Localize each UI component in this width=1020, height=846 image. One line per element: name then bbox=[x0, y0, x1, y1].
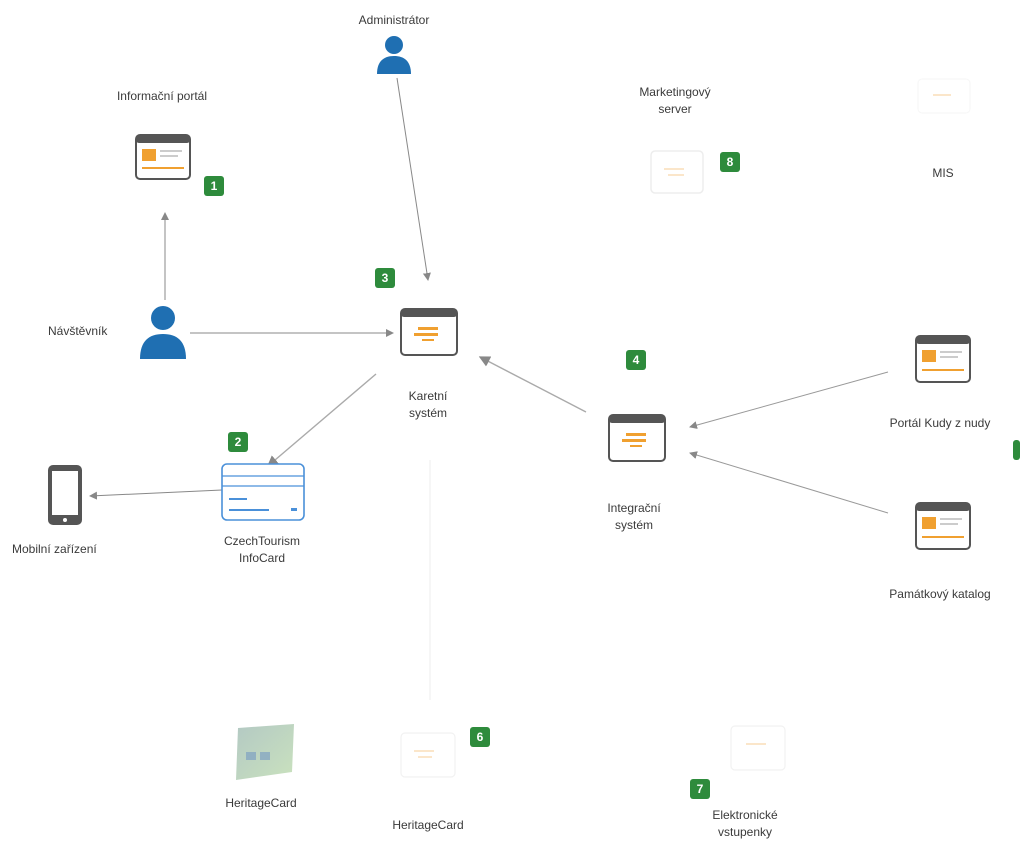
pamatkovy-katalog-label: Památkový katalog bbox=[889, 587, 991, 601]
informacni-portal-label: Informační portál bbox=[116, 89, 208, 103]
marketing-label-line2: server bbox=[658, 102, 692, 116]
administrator-label: Administrátor bbox=[358, 13, 430, 27]
elektronicke-label-line1: Elektronické bbox=[712, 808, 778, 822]
mobilni-zarizeni-label: Mobilní zařízení bbox=[12, 542, 97, 556]
heritagecard-browser-window-icon bbox=[400, 732, 456, 778]
mis-label: MIS bbox=[932, 166, 954, 180]
badge-3: 3 bbox=[375, 268, 395, 288]
arrow-pamatkovy-to-integracni bbox=[689, 451, 889, 514]
karetni-label-line2: systém bbox=[408, 406, 448, 420]
pamatkovy-katalog-browser-window-icon bbox=[915, 502, 971, 550]
badge-7: 7 bbox=[690, 779, 710, 799]
karetni-label-line1: Karetní bbox=[408, 389, 448, 403]
elektronicke-label-line2: vstupenky bbox=[717, 825, 773, 839]
badge-2: 2 bbox=[228, 432, 248, 452]
heritagecard-left-label: HeritageCard bbox=[225, 796, 297, 810]
arrow-kudy-to-integracni bbox=[689, 371, 889, 429]
heritagecard-center-label: HeritageCard bbox=[392, 818, 464, 832]
navstevnik-label: Návštěvník bbox=[48, 324, 108, 338]
karetni-system-label: Karetní systém bbox=[409, 388, 448, 422]
infocard-credit-card-icon bbox=[221, 463, 305, 521]
marketing-server-browser-window-icon bbox=[650, 150, 704, 194]
kudy-z-nudy-label: Portál Kudy z nudy bbox=[889, 416, 991, 430]
heritagecard-credit-card-icon bbox=[236, 724, 294, 780]
integracni-system-label: Integrační systém bbox=[607, 500, 660, 534]
arrow-karetni-to-infocard bbox=[266, 373, 377, 467]
integracni-label-line2: systém bbox=[614, 518, 653, 532]
administrator-user-icon bbox=[377, 36, 411, 74]
kudy-z-nudy-browser-window-icon bbox=[915, 335, 971, 383]
badge-8: 8 bbox=[720, 152, 740, 172]
badge-5-partial bbox=[1013, 440, 1020, 460]
navstevnik-user-icon bbox=[140, 306, 186, 359]
elektronicke-vstupenky-browser-window-icon bbox=[730, 725, 786, 771]
integracni-label-line1: Integrační bbox=[607, 501, 661, 515]
arrow-integracni-to-karetni bbox=[478, 356, 587, 413]
informacni-portal-browser-window-icon bbox=[135, 134, 191, 180]
arrow-admin-to-karetni bbox=[396, 77, 431, 281]
infocard-label-line1: CzechTourism bbox=[223, 534, 301, 548]
elektronicke-vstupenky-label: Elektronické vstupenky bbox=[712, 807, 777, 841]
marketing-server-label: Marketingový server bbox=[639, 84, 710, 118]
infocard-label: CzechTourism InfoCard bbox=[224, 533, 300, 567]
badge-1: 1 bbox=[204, 176, 224, 196]
karetni-system-browser-window-icon bbox=[400, 308, 458, 356]
arrow-infocard-to-mobile bbox=[89, 489, 223, 500]
integracni-system-browser-window-icon bbox=[608, 414, 666, 462]
marketing-label-line1: Marketingový bbox=[639, 85, 711, 99]
mis-browser-window-icon bbox=[917, 78, 971, 114]
badge-6: 6 bbox=[470, 727, 490, 747]
badge-4: 4 bbox=[626, 350, 646, 370]
mobile-phone-icon bbox=[48, 465, 82, 525]
infocard-label-line2: InfoCard bbox=[238, 551, 286, 565]
